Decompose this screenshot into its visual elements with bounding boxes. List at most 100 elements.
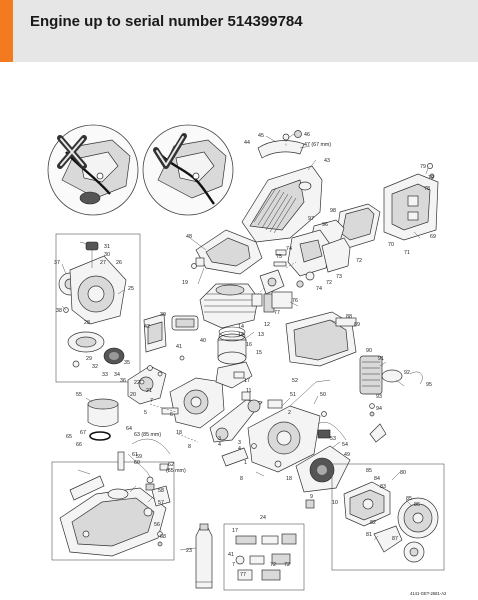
part-label-30: 30	[104, 252, 110, 258]
part-label-54: 54	[342, 442, 348, 448]
part-number-labels: 45 44 46 47 (67 mm) 43 79 79 78 98 97 96…	[54, 132, 447, 596]
part-label-5: 5	[144, 410, 147, 416]
part-label-65: 65	[66, 434, 72, 440]
part-label-92: 92	[404, 370, 410, 376]
top-cover-parts	[257, 130, 305, 159]
part-label-77: 77	[274, 310, 280, 316]
part-label-56: 56	[154, 522, 160, 528]
part-label-51: 51	[290, 392, 296, 398]
part-label-82: 82	[370, 520, 376, 526]
part-label-2: 2	[288, 410, 291, 416]
part-label-15: 15	[256, 350, 262, 356]
part-label-46: 46	[304, 132, 310, 138]
part-label-19: 19	[182, 280, 188, 286]
carburetor-parts	[257, 229, 351, 295]
part-label-1: 1	[244, 460, 247, 466]
part-label-44: 44	[244, 140, 250, 146]
part-label-66: 66	[76, 442, 82, 448]
inset-label-17: 17	[232, 528, 238, 534]
inset-label-7: 7	[232, 562, 235, 568]
part-label-73: 73	[336, 274, 342, 280]
page-title: Engine up to serial number 514399784	[30, 13, 303, 30]
part-label-33: 33	[102, 372, 108, 378]
part-label-68: 68	[160, 534, 166, 540]
part-label-78: 78	[424, 186, 430, 192]
part-label-27: 27	[100, 260, 106, 266]
part-label-39: 39	[160, 312, 166, 318]
transmission-parts	[51, 398, 175, 561]
part-label-35: 35	[124, 360, 130, 366]
part-label-13: 13	[258, 332, 264, 338]
part-label-26: 26	[116, 260, 122, 266]
part-label-21: 21	[146, 388, 152, 394]
part-label-24: 24	[260, 515, 266, 521]
part-label-86: 86	[414, 502, 420, 508]
rewind-starter-parts	[55, 233, 141, 383]
part-label-7: 7	[150, 398, 153, 404]
part-label-55: 55	[76, 392, 82, 398]
part-label-53: 53	[330, 436, 336, 442]
cylinder-cover-part	[191, 229, 263, 275]
part-label-89: 89	[354, 322, 360, 328]
part-label-91: 91	[378, 356, 384, 362]
part-label-96: 96	[322, 222, 328, 228]
part-label-22: 22	[134, 380, 140, 386]
part-label-88: 88	[346, 314, 352, 320]
part-label-63: 63 (85 mm)	[134, 432, 161, 438]
part-label-25: 25	[128, 286, 134, 292]
part-label-74a: 74	[286, 246, 292, 252]
part-label-61: 61	[132, 452, 138, 458]
part-label-72a: 72	[356, 258, 362, 264]
fan-housing-parts	[247, 379, 351, 493]
part-label-20: 20	[130, 392, 136, 398]
part-label-4: 4	[238, 446, 241, 452]
part-label-16: 16	[246, 342, 252, 348]
part-label-84: 84	[374, 476, 380, 482]
part-label-11: 11	[246, 388, 252, 394]
part-label-97: 97	[308, 216, 314, 222]
part-label-74b: 74	[316, 286, 322, 292]
part-label-85a: 85	[366, 468, 372, 474]
part-label-83: 83	[380, 484, 386, 490]
part-label-14b: 14	[238, 332, 244, 338]
part-label-50: 50	[320, 392, 326, 398]
part-label-71: 71	[404, 250, 410, 256]
part-label-48: 48	[186, 234, 192, 240]
part-label-36: 36	[120, 378, 126, 384]
part-label-57: 57	[158, 500, 164, 506]
part-label-3: 3	[238, 440, 241, 446]
exploded-parts-diagram: 45 44 46 47 (67 mm) 43 79 79 78 98 97 96…	[47, 124, 447, 596]
part-label-34: 34	[114, 372, 120, 378]
part-label-47: 47 (67 mm)	[304, 142, 331, 148]
part-label-72b: 72	[326, 280, 332, 286]
part-label-98: 98	[330, 208, 336, 214]
routing-inset-correct	[142, 124, 234, 216]
small-parts-kit	[223, 523, 305, 591]
part-label-32: 32	[92, 364, 98, 370]
part-label-67: 67	[80, 430, 86, 436]
crankcase-parts	[127, 361, 263, 443]
grease-tube-part	[195, 523, 213, 589]
part-label-8: 8	[240, 476, 243, 482]
figure-code: 4141-GET-2681-A2	[410, 591, 447, 596]
part-label-60: 60	[134, 460, 140, 466]
part-label-18: 18	[176, 430, 182, 436]
part-label-12: 12	[264, 322, 270, 328]
clutch-parts	[331, 463, 445, 571]
part-label-90: 90	[366, 348, 372, 354]
part-label-28: 28	[84, 320, 90, 326]
part-label-23: 23	[186, 548, 192, 554]
header-accent-bar	[0, 0, 13, 62]
part-label-41: 41	[176, 344, 182, 350]
misc-small-parts	[139, 355, 387, 547]
part-label-75: 75	[276, 254, 282, 260]
part-label-69: 69	[430, 234, 436, 240]
part-label-52: 52	[292, 378, 298, 384]
part-label-62: 62	[168, 462, 174, 468]
part-label-93: 93	[376, 394, 382, 400]
part-label-76: 76	[292, 298, 298, 304]
part-label-85b: 85	[406, 496, 412, 502]
part-label-38: 38	[56, 308, 62, 314]
part-label-80: 80	[400, 470, 406, 476]
part-label-94: 94	[376, 406, 382, 412]
